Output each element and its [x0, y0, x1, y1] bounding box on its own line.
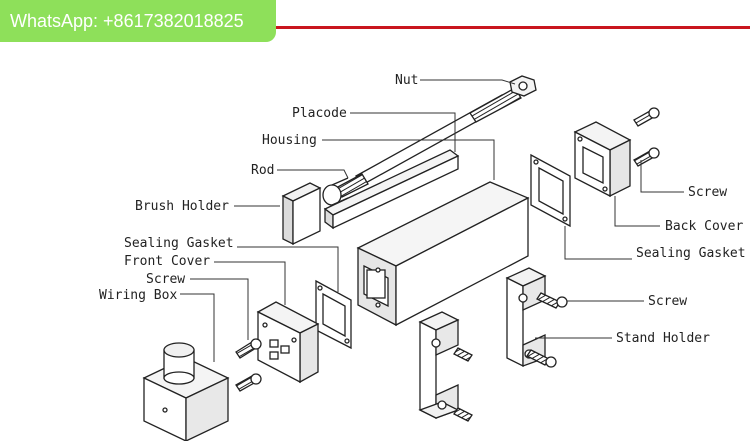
label-screw-top-right: Screw: [688, 185, 727, 200]
placode: [323, 149, 460, 230]
label-sealing-gasket-right: Sealing Gasket: [636, 246, 746, 261]
leader-lines: [180, 79, 684, 362]
label-front-cover: Front Cover: [124, 254, 210, 269]
label-brush-holder: Brush Holder: [135, 199, 229, 214]
sealing-gasket-left: [315, 279, 352, 350]
label-rod: Rod: [251, 163, 274, 178]
whatsapp-contact-text: WhatsApp: +8617382018825: [10, 10, 244, 31]
label-sealing-gasket-left: Sealing Gasket: [124, 236, 234, 251]
screw-left-pair: [235, 338, 262, 392]
brush-holder: [281, 177, 349, 246]
housing: [356, 181, 530, 327]
label-nut: Nut: [395, 73, 418, 88]
header-rule: [276, 26, 750, 29]
label-back-cover: Back Cover: [665, 219, 743, 234]
part-labels: Nut Placode Housing Rod Brush Holder Sea…: [99, 73, 746, 346]
stand-holder-left: [418, 311, 473, 422]
wiring-box: [142, 342, 230, 441]
nut: [509, 75, 537, 97]
label-wiring-box: Wiring Box: [99, 288, 177, 303]
label-screw-left: Screw: [146, 272, 185, 287]
label-housing: Housing: [262, 133, 317, 148]
screw-top-right-pair: [633, 107, 660, 167]
whatsapp-banner: WhatsApp: +8617382018825: [0, 0, 276, 42]
label-placode: Placode: [292, 106, 347, 121]
label-screw-right: Screw: [648, 294, 687, 309]
label-stand-holder: Stand Holder: [616, 331, 710, 346]
sealing-gasket-right: [530, 153, 571, 228]
front-cover: [256, 301, 320, 384]
back-cover: [573, 121, 632, 198]
stand-holder-right: [505, 267, 568, 368]
